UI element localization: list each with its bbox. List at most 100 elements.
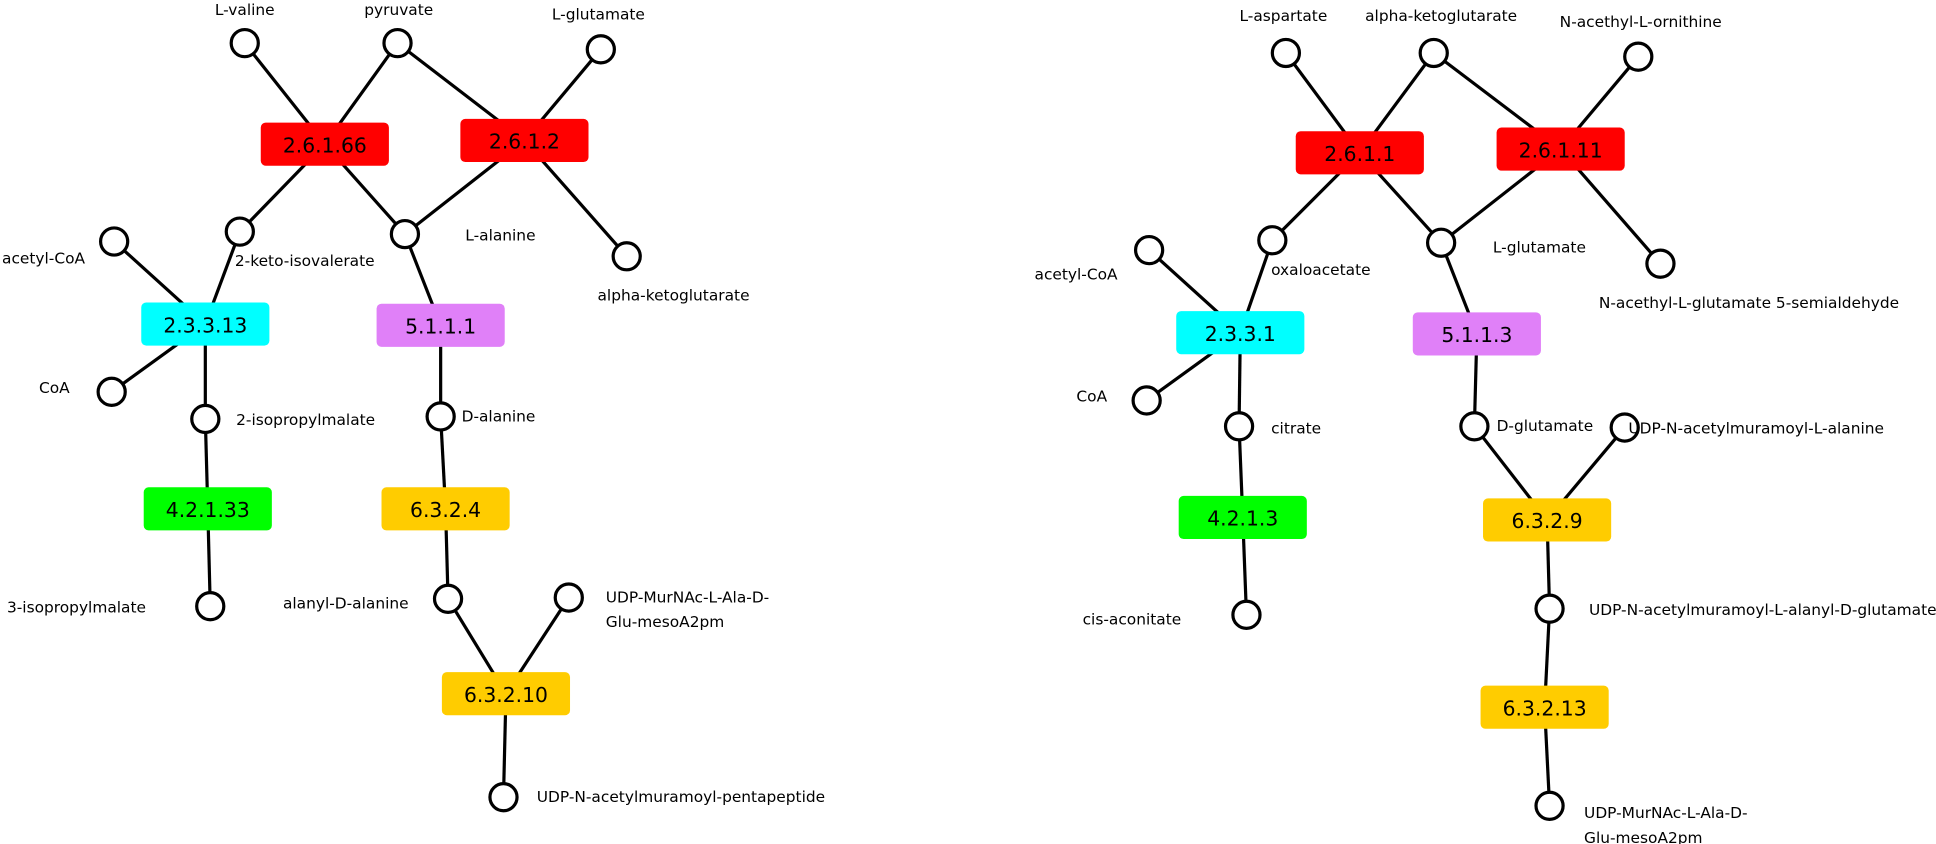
compound-node[interactable]: CoA: [1076, 385, 1162, 416]
compound-circle[interactable]: [195, 591, 226, 622]
compound-circle[interactable]: [1131, 385, 1162, 416]
enzyme-node-6-3-2-10[interactable]: 6.3.2.10: [441, 672, 571, 716]
compound-label: L-valine: [215, 1, 275, 19]
compound-circle[interactable]: [190, 403, 221, 435]
compound-circle[interactable]: [229, 27, 260, 59]
enzyme-box: [1295, 131, 1424, 175]
compound-node[interactable]: 2-keto-isovalerate: [224, 216, 375, 270]
compound-label: L-aspartate: [1240, 7, 1328, 25]
compound-circle[interactable]: [1270, 37, 1302, 69]
compound-circle[interactable]: [1418, 37, 1449, 69]
enzyme-label: 5.1.1.3: [1441, 323, 1512, 347]
enzyme-node-2-3-3-1[interactable]: 2.3.3.1: [1176, 311, 1305, 355]
compound-label: citrate: [1271, 420, 1321, 438]
enzyme-node-2-6-1-1[interactable]: 2.6.1.1: [1295, 131, 1424, 175]
compound-circle[interactable]: [96, 376, 127, 407]
enzyme-box: [1412, 312, 1541, 356]
enzyme-node-6-3-2-13[interactable]: 6.3.2.13: [1480, 685, 1609, 729]
enzyme-box: [1483, 498, 1612, 542]
compound-node[interactable]: pyruvate: [364, 1, 433, 59]
enzyme-box: [141, 302, 270, 346]
enzyme-node-2-3-3-13[interactable]: 2.3.3.13: [141, 302, 270, 346]
compound-node[interactable]: UDP-MurNAc-L-Ala-D-Glu-mesoA2pm: [1534, 790, 1748, 844]
enzyme-box: [376, 303, 505, 347]
compound-label: alpha-ketoglutarate: [1365, 7, 1517, 25]
enzyme-node-2-6-1-2[interactable]: 2.6.1.2: [460, 118, 589, 163]
compound-circle[interactable]: [1534, 790, 1565, 821]
compound-node[interactable]: acetyl-CoA: [2, 226, 130, 268]
enzyme-node-6-3-2-4[interactable]: 6.3.2.4: [381, 487, 510, 531]
enzyme-node-5-1-1-3[interactable]: 5.1.1.3: [1412, 312, 1541, 356]
compound-node[interactable]: L-aspartate: [1240, 7, 1328, 69]
compound-label: 2-isopropylmalate: [236, 411, 375, 429]
compound-label: UDP-MurNAc-L-Ala-D-: [606, 589, 769, 607]
compound-circle[interactable]: [1223, 411, 1255, 442]
compound-circle[interactable]: [1609, 412, 1640, 443]
compound-circle[interactable]: [1425, 227, 1457, 258]
enzyme-node-5-1-1-1[interactable]: 5.1.1.1: [376, 303, 505, 347]
compound-node[interactable]: N-acethyl-L-glutamate 5-semialdehyde: [1599, 248, 1899, 312]
compound-label: N-acethyl-L-glutamate 5-semialdehyde: [1599, 294, 1899, 312]
compound-node[interactable]: L-valine: [215, 1, 275, 59]
compound-node[interactable]: UDP-N-acetylmuramoyl-L-alanyl-D-glutamat…: [1534, 593, 1936, 624]
enzyme-node-2-6-1-66[interactable]: 2.6.1.66: [260, 122, 389, 166]
enzyme-box: [1178, 495, 1307, 540]
compound-label: UDP-N-acetylmuramoyl-L-alanyl-D-glutamat…: [1589, 601, 1936, 619]
compound-label-line2: Glu-mesoA2pm: [606, 613, 725, 631]
compound-node[interactable]: 3-isopropylmalate: [7, 591, 226, 622]
compound-circle[interactable]: [1257, 225, 1288, 256]
compound-circle[interactable]: [553, 582, 584, 613]
compound-node[interactable]: cis-aconitate: [1083, 599, 1262, 630]
enzyme-node-4-2-1-3[interactable]: 4.2.1.3: [1178, 495, 1307, 540]
compound-label: alanyl-D-alanine: [283, 595, 409, 613]
compound-circle[interactable]: [98, 226, 130, 257]
compound-label: cis-aconitate: [1083, 611, 1182, 629]
compound-label: UDP-N-acetylmuramoyl-L-alanine: [1628, 420, 1884, 438]
compound-circle[interactable]: [432, 583, 464, 614]
compound-node[interactable]: alpha-ketoglutarate: [1365, 7, 1517, 69]
compound-node[interactable]: D-alanine: [425, 401, 535, 432]
compound-node[interactable]: L-glutamate: [552, 6, 645, 65]
enzyme-label: 2.6.1.11: [1519, 138, 1603, 162]
compound-circle[interactable]: [488, 782, 519, 813]
enzyme-box: [1480, 685, 1609, 729]
compound-circle[interactable]: [585, 34, 616, 65]
compound-node[interactable]: 2-isopropylmalate: [190, 403, 375, 435]
compound-label: CoA: [1076, 388, 1107, 406]
compound-circle[interactable]: [1231, 599, 1262, 630]
compound-node[interactable]: N-acethyl-L-ornithine: [1560, 13, 1722, 72]
compound-circle[interactable]: [1623, 41, 1654, 72]
enzyme-node-2-6-1-11[interactable]: 2.6.1.11: [1496, 127, 1625, 171]
compound-node[interactable]: UDP-MurNAc-L-Ala-D- Glu-mesoA2pm: [553, 582, 769, 631]
compound-circle[interactable]: [224, 216, 255, 247]
compound-circle[interactable]: [389, 218, 421, 250]
compound-circle[interactable]: [1459, 411, 1490, 442]
compound-node[interactable]: UDP-N-acetylmuramoyl-L-alanine: [1609, 412, 1884, 443]
compound-node[interactable]: L-alanine: [389, 218, 536, 250]
compound-circle[interactable]: [425, 401, 456, 432]
compound-node[interactable]: D-glutamate: [1459, 411, 1593, 442]
compound-node[interactable]: acetyl-CoA: [1035, 234, 1165, 284]
compound-circle[interactable]: [1645, 248, 1676, 279]
compound-node[interactable]: alpha-ketoglutarate: [598, 241, 750, 305]
enzyme-box: [260, 122, 389, 166]
enzyme-node-4-2-1-33[interactable]: 4.2.1.33: [143, 487, 272, 531]
compound-node[interactable]: oxaloacetate: [1257, 225, 1371, 279]
compound-circle[interactable]: [1133, 234, 1165, 266]
compound-label: L-alanine: [465, 226, 535, 244]
compound-label: alpha-ketoglutarate: [598, 287, 750, 305]
compound-circle[interactable]: [1534, 593, 1565, 624]
compound-label: UDP-MurNAc-L-Ala-D-: [1584, 804, 1747, 822]
compound-node[interactable]: citrate: [1223, 411, 1322, 442]
compound-node[interactable]: UDP-N-acetylmuramoyl-pentapeptide: [488, 782, 825, 813]
enzyme-label: 6.3.2.4: [410, 498, 481, 522]
compound-circle[interactable]: [611, 241, 642, 272]
compound-node[interactable]: alanyl-D-alanine: [283, 583, 464, 614]
compound-node[interactable]: CoA: [39, 376, 127, 407]
compound-label: oxaloacetate: [1271, 261, 1371, 279]
compound-circle[interactable]: [382, 27, 413, 59]
enzyme-node-6-3-2-9[interactable]: 6.3.2.9: [1483, 498, 1612, 542]
compound-node[interactable]: L-glutamate: [1425, 227, 1586, 258]
enzyme-label: 2.6.1.66: [283, 133, 367, 157]
